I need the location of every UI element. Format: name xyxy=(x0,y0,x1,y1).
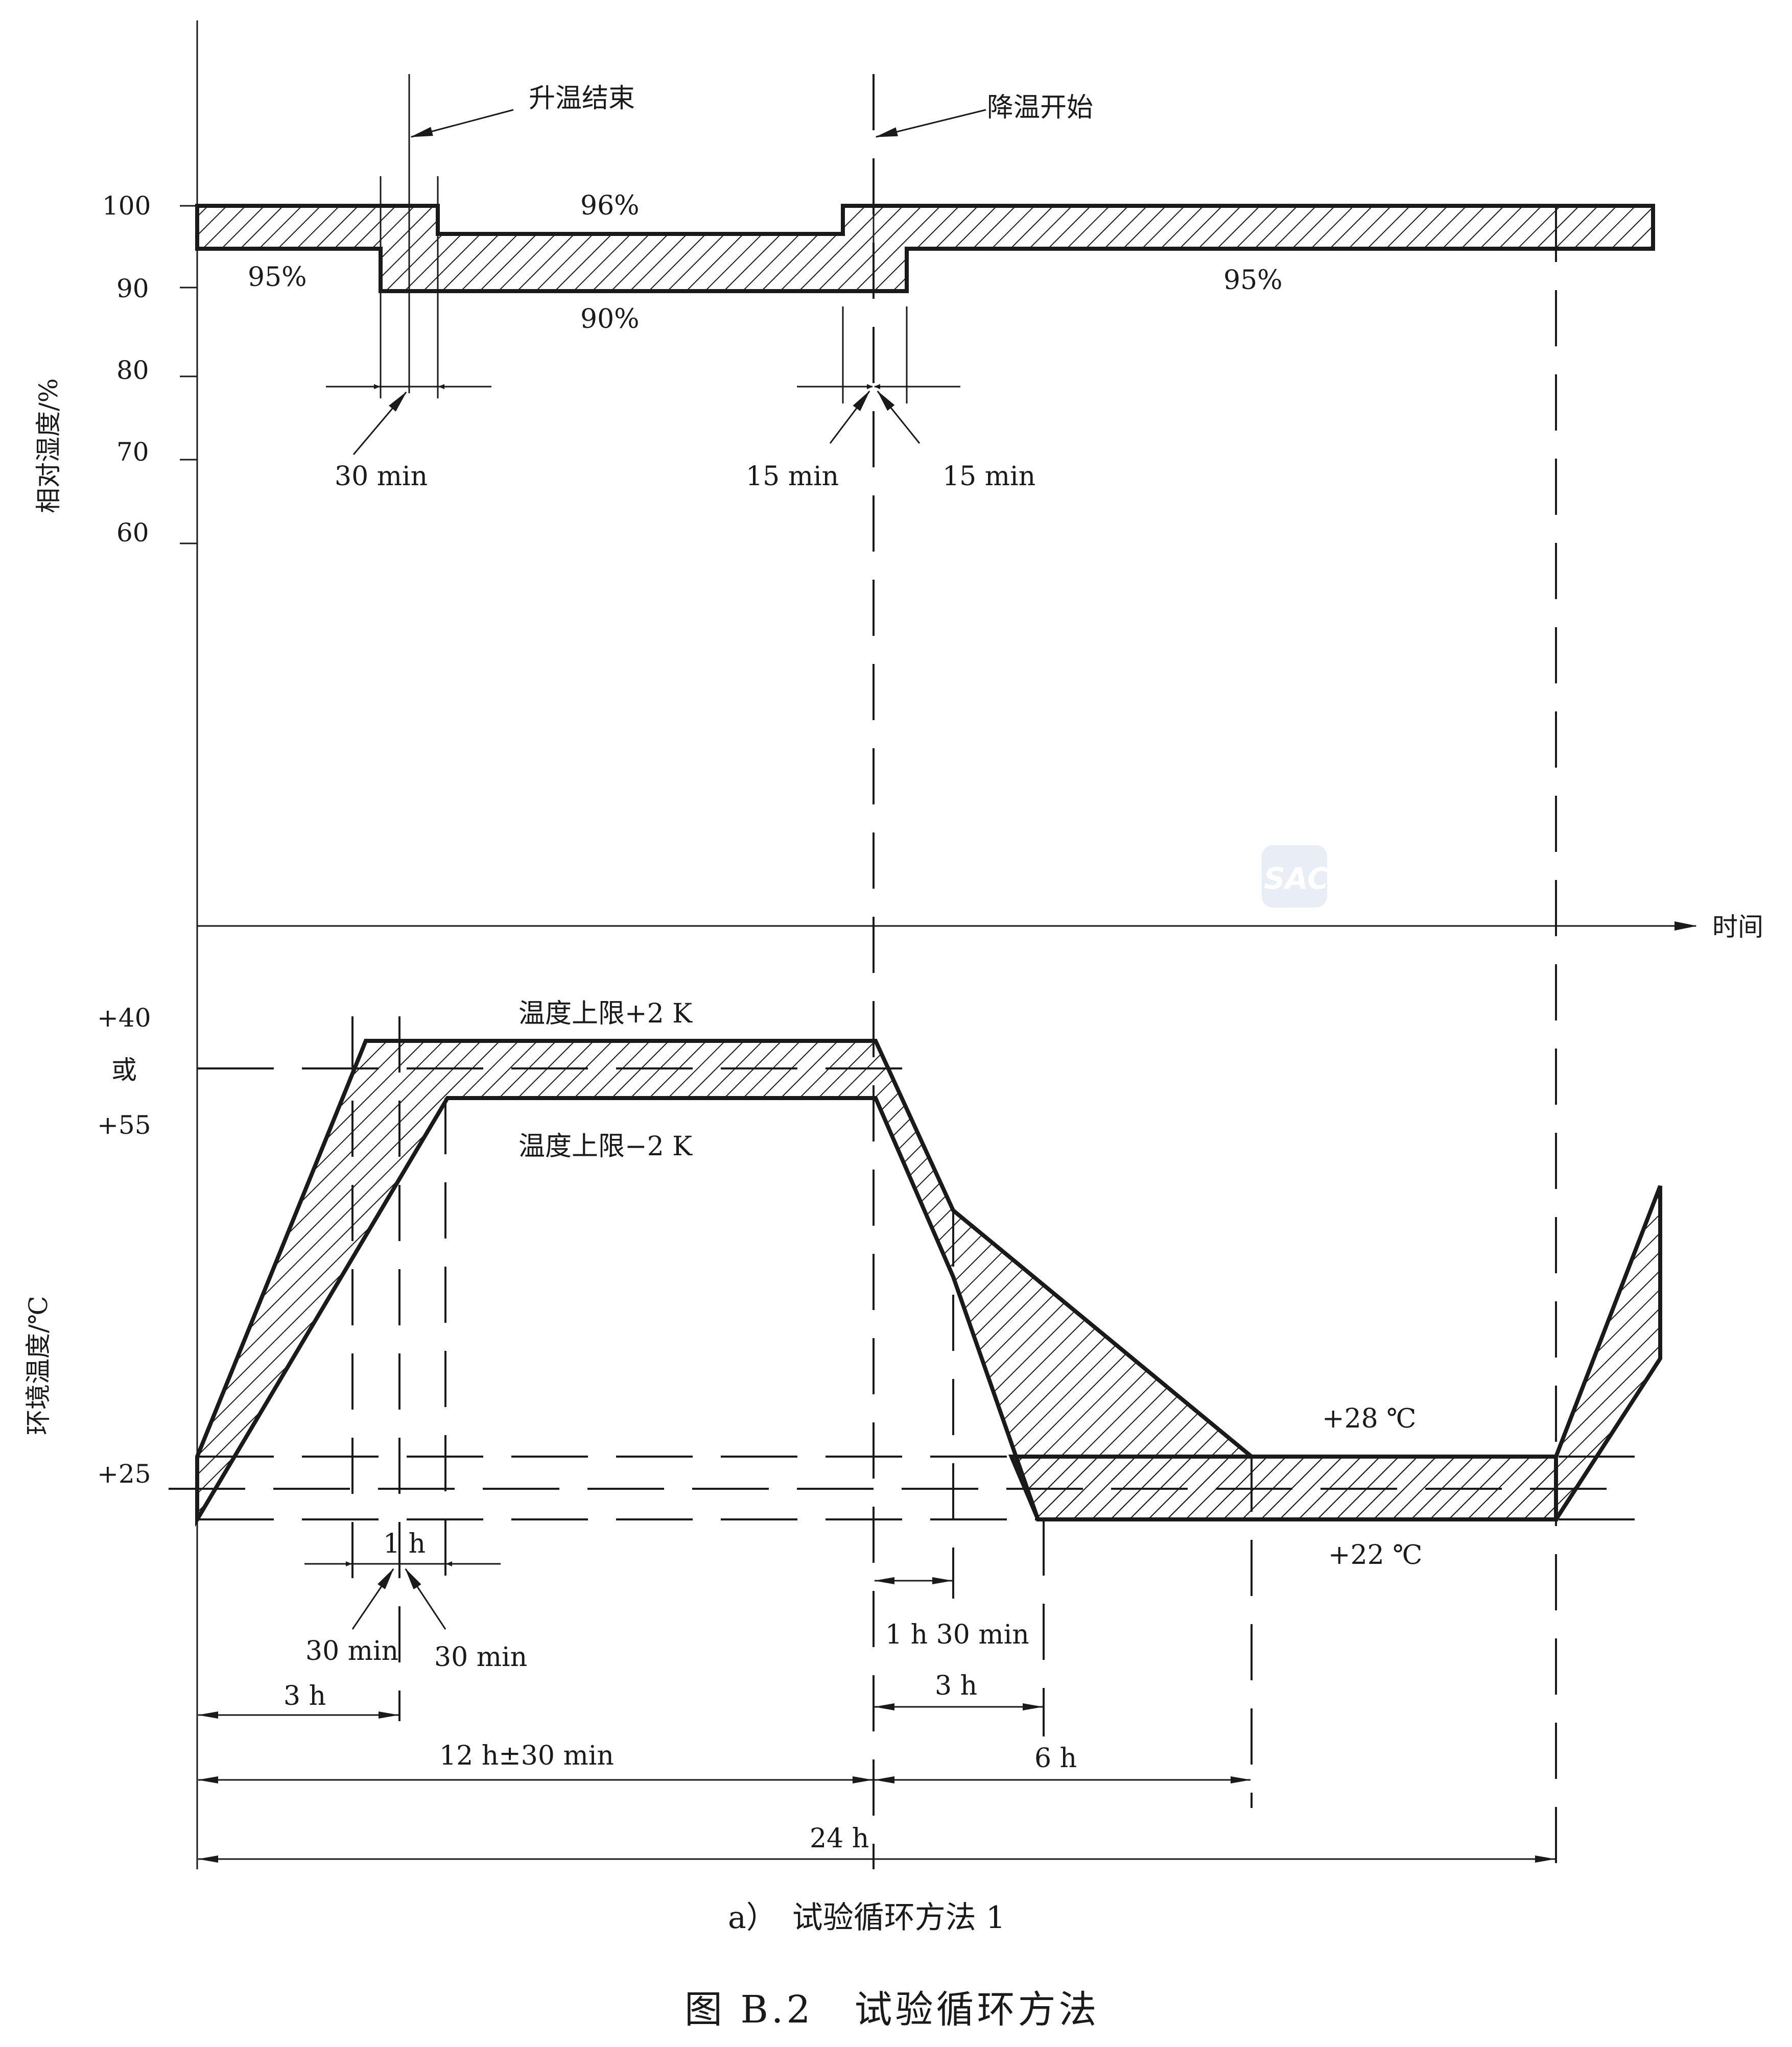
temperature-band-lower xyxy=(1008,1455,1558,1521)
label-12h: 12 h±30 min xyxy=(439,1741,614,1771)
figure-caption: 图 B.2 试验循环方法 xyxy=(685,1988,1100,2032)
sac-watermark: SAC xyxy=(1262,845,1329,908)
label-3h-right: 3 h xyxy=(935,1671,977,1701)
label-15min-left: 15 min xyxy=(746,461,839,492)
label-cool-start: 降温开始 xyxy=(987,92,1093,123)
label-30min-b: 30 min xyxy=(434,1642,527,1673)
humidity-band xyxy=(195,204,1655,293)
temperature-band-upper xyxy=(195,1039,1662,1527)
label-3h-left: 3 h xyxy=(284,1681,326,1711)
humidity-tick-70: 70 xyxy=(116,437,149,467)
label-upper-plus-2k: 温度上限+2 K xyxy=(518,998,693,1029)
temp-tick-or: 或 xyxy=(111,1055,137,1085)
label-96pct: 96% xyxy=(580,191,640,221)
label-6h: 6 h xyxy=(1034,1743,1077,1774)
label-95pct-left: 95% xyxy=(248,262,307,293)
humidity-tick-80: 80 xyxy=(116,355,149,385)
label-warm-end: 升温结束 xyxy=(529,83,635,114)
label-upper-minus-2k: 温度上限−2 K xyxy=(518,1131,693,1162)
temperature-chart: +40 或 +55 +25 环境温度/℃ 温度上限+2 K 温度上限−2 K +… xyxy=(23,74,1662,1869)
label-95pct-right: 95% xyxy=(1223,265,1283,296)
temp-tick-55: +55 xyxy=(97,1110,151,1140)
label-15min-right: 15 min xyxy=(942,461,1035,492)
label-28c: +28 ℃ xyxy=(1322,1403,1416,1434)
time-axis-label: 时间 xyxy=(1712,912,1763,942)
label-90pct: 90% xyxy=(580,304,640,335)
label-30min-humidity: 30 min xyxy=(335,461,428,492)
label-24h: 24 h xyxy=(810,1823,869,1854)
label-22c: +22 ℃ xyxy=(1328,1540,1422,1570)
label-30min-a: 30 min xyxy=(305,1636,398,1667)
humidity-ticks: 100 90 80 70 60 xyxy=(102,191,197,548)
subcaption: a） 试验循环方法 1 xyxy=(728,1900,1005,1936)
watermark-text: SAC xyxy=(1264,861,1329,896)
temp-tick-25: +25 xyxy=(97,1459,151,1489)
humidity-tick-100: 100 xyxy=(102,191,151,221)
humidity-chart: 100 90 80 70 60 相对湿度/% 升温结束 降温开始 96% 95%… xyxy=(34,20,1655,930)
temperature-axis-label: 环境温度/℃ xyxy=(23,1296,53,1435)
humidity-tick-60: 60 xyxy=(116,518,149,548)
label-1h30min: 1 h 30 min xyxy=(885,1620,1029,1650)
label-1h: 1 h xyxy=(383,1529,426,1559)
temp-tick-40: +40 xyxy=(97,1003,151,1033)
humidity-axis-label: 相对湿度/% xyxy=(34,378,63,513)
humidity-tick-90: 90 xyxy=(116,274,149,303)
